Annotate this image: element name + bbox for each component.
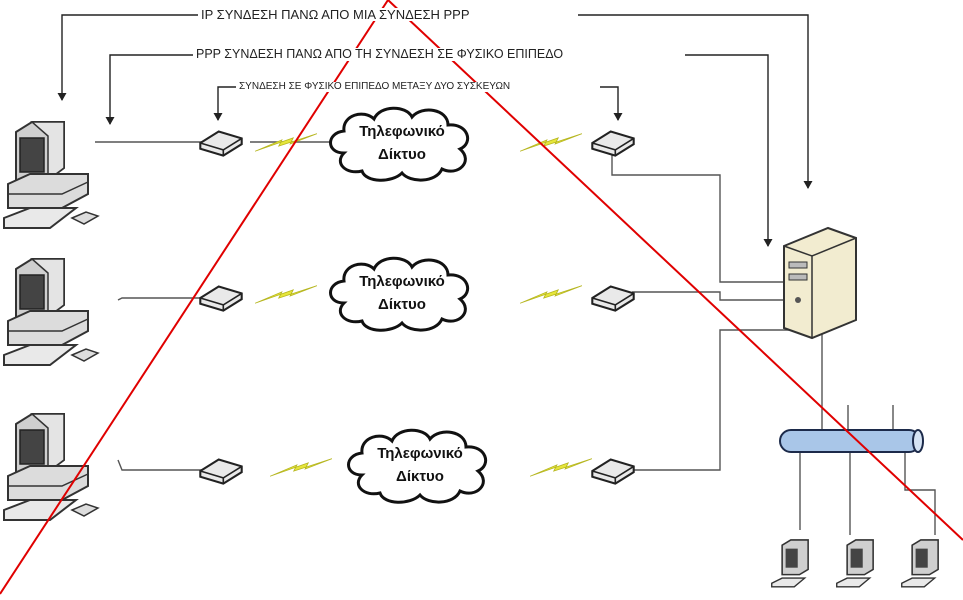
- arrow-physical-layer-right: [600, 86, 623, 121]
- cloud-label-3: Τηλεφωνικό Δίκτυο: [340, 442, 500, 488]
- arrow-ip-layer: [57, 14, 200, 101]
- ip-over-ppp-label: IP ΣΥΝΔΕΣΗ ΠΑΝΩ ΑΠΟ ΜΙΑ ΣΥΝΔΕΣΗ PPP: [198, 8, 473, 21]
- cross-out-line-left: [0, 0, 389, 595]
- lan-workstations: [770, 539, 939, 588]
- lightning-icon-1b: [520, 133, 582, 152]
- cloud-2-line2: Δίκτυο: [378, 296, 426, 313]
- pc3-link-line: [117, 459, 205, 471]
- cloud-1-line1: Τηλεφωνικό: [359, 123, 445, 140]
- workstation-icon-2: [835, 539, 874, 588]
- arrow-ip-layer-right: [578, 14, 813, 189]
- modem-icon-left-3: [199, 458, 243, 485]
- lightning-icon-2b: [520, 285, 582, 304]
- right-modem3-to-server: [632, 329, 808, 471]
- workstation-icon-3: [900, 539, 939, 588]
- arrow-ppp-layer-right: [685, 54, 773, 247]
- modem-icon-right-2: [591, 285, 635, 312]
- lightning-icon-2a: [255, 285, 317, 304]
- arrow-ppp-layer: [105, 54, 195, 125]
- computers: [3, 121, 99, 521]
- layer-arrows: [57, 14, 813, 247]
- computer-icon-1: [3, 121, 99, 229]
- cloud-label-1: Τηλεφωνικό Δίκτυο: [322, 120, 482, 166]
- modem-icon-left-2: [199, 285, 243, 312]
- modem-icon-right-1: [591, 130, 635, 157]
- workstation-icon-1: [770, 539, 809, 588]
- connection-lines: [95, 141, 936, 535]
- cloud-label-2: Τηλεφωνικό Δίκτυο: [322, 270, 482, 316]
- right-modem1-to-server: [611, 148, 790, 283]
- ppp-over-physical-label: PPP ΣΥΝΔΕΣΗ ΠΑΝΩ ΑΠΟ ΤΗ ΣΥΝΔΕΣΗ ΣΕ ΦΥΣΙΚ…: [193, 48, 567, 61]
- server-icon: [783, 226, 857, 340]
- bus-drop-3: [904, 452, 936, 535]
- pc2-link-line: [117, 297, 205, 301]
- cloud-3-line1: Τηλεφωνικό: [377, 445, 463, 462]
- lightning-icon-3a: [270, 458, 332, 477]
- cloud-1-line2: Δίκτυο: [378, 146, 426, 163]
- arrow-physical-layer: [213, 86, 238, 121]
- right-modem2-to-server: [632, 291, 790, 301]
- lightning-icon-3b: [530, 458, 592, 477]
- cloud-3-line2: Δίκτυο: [396, 468, 444, 485]
- computer-icon-2: [3, 258, 99, 366]
- cloud-2-line1: Τηλεφωνικό: [359, 273, 445, 290]
- physical-link-label: ΣΥΝΔΕΣΗ ΣΕ ΦΥΣΙΚΟ ΕΠΙΠΕΔΟ ΜΕΤΑΞΥ ΔΥΟ ΣΥΣ…: [236, 82, 514, 92]
- modem-icon-left-1: [199, 130, 243, 157]
- network-bus: [779, 429, 924, 453]
- modem-icon-right-3: [591, 458, 635, 485]
